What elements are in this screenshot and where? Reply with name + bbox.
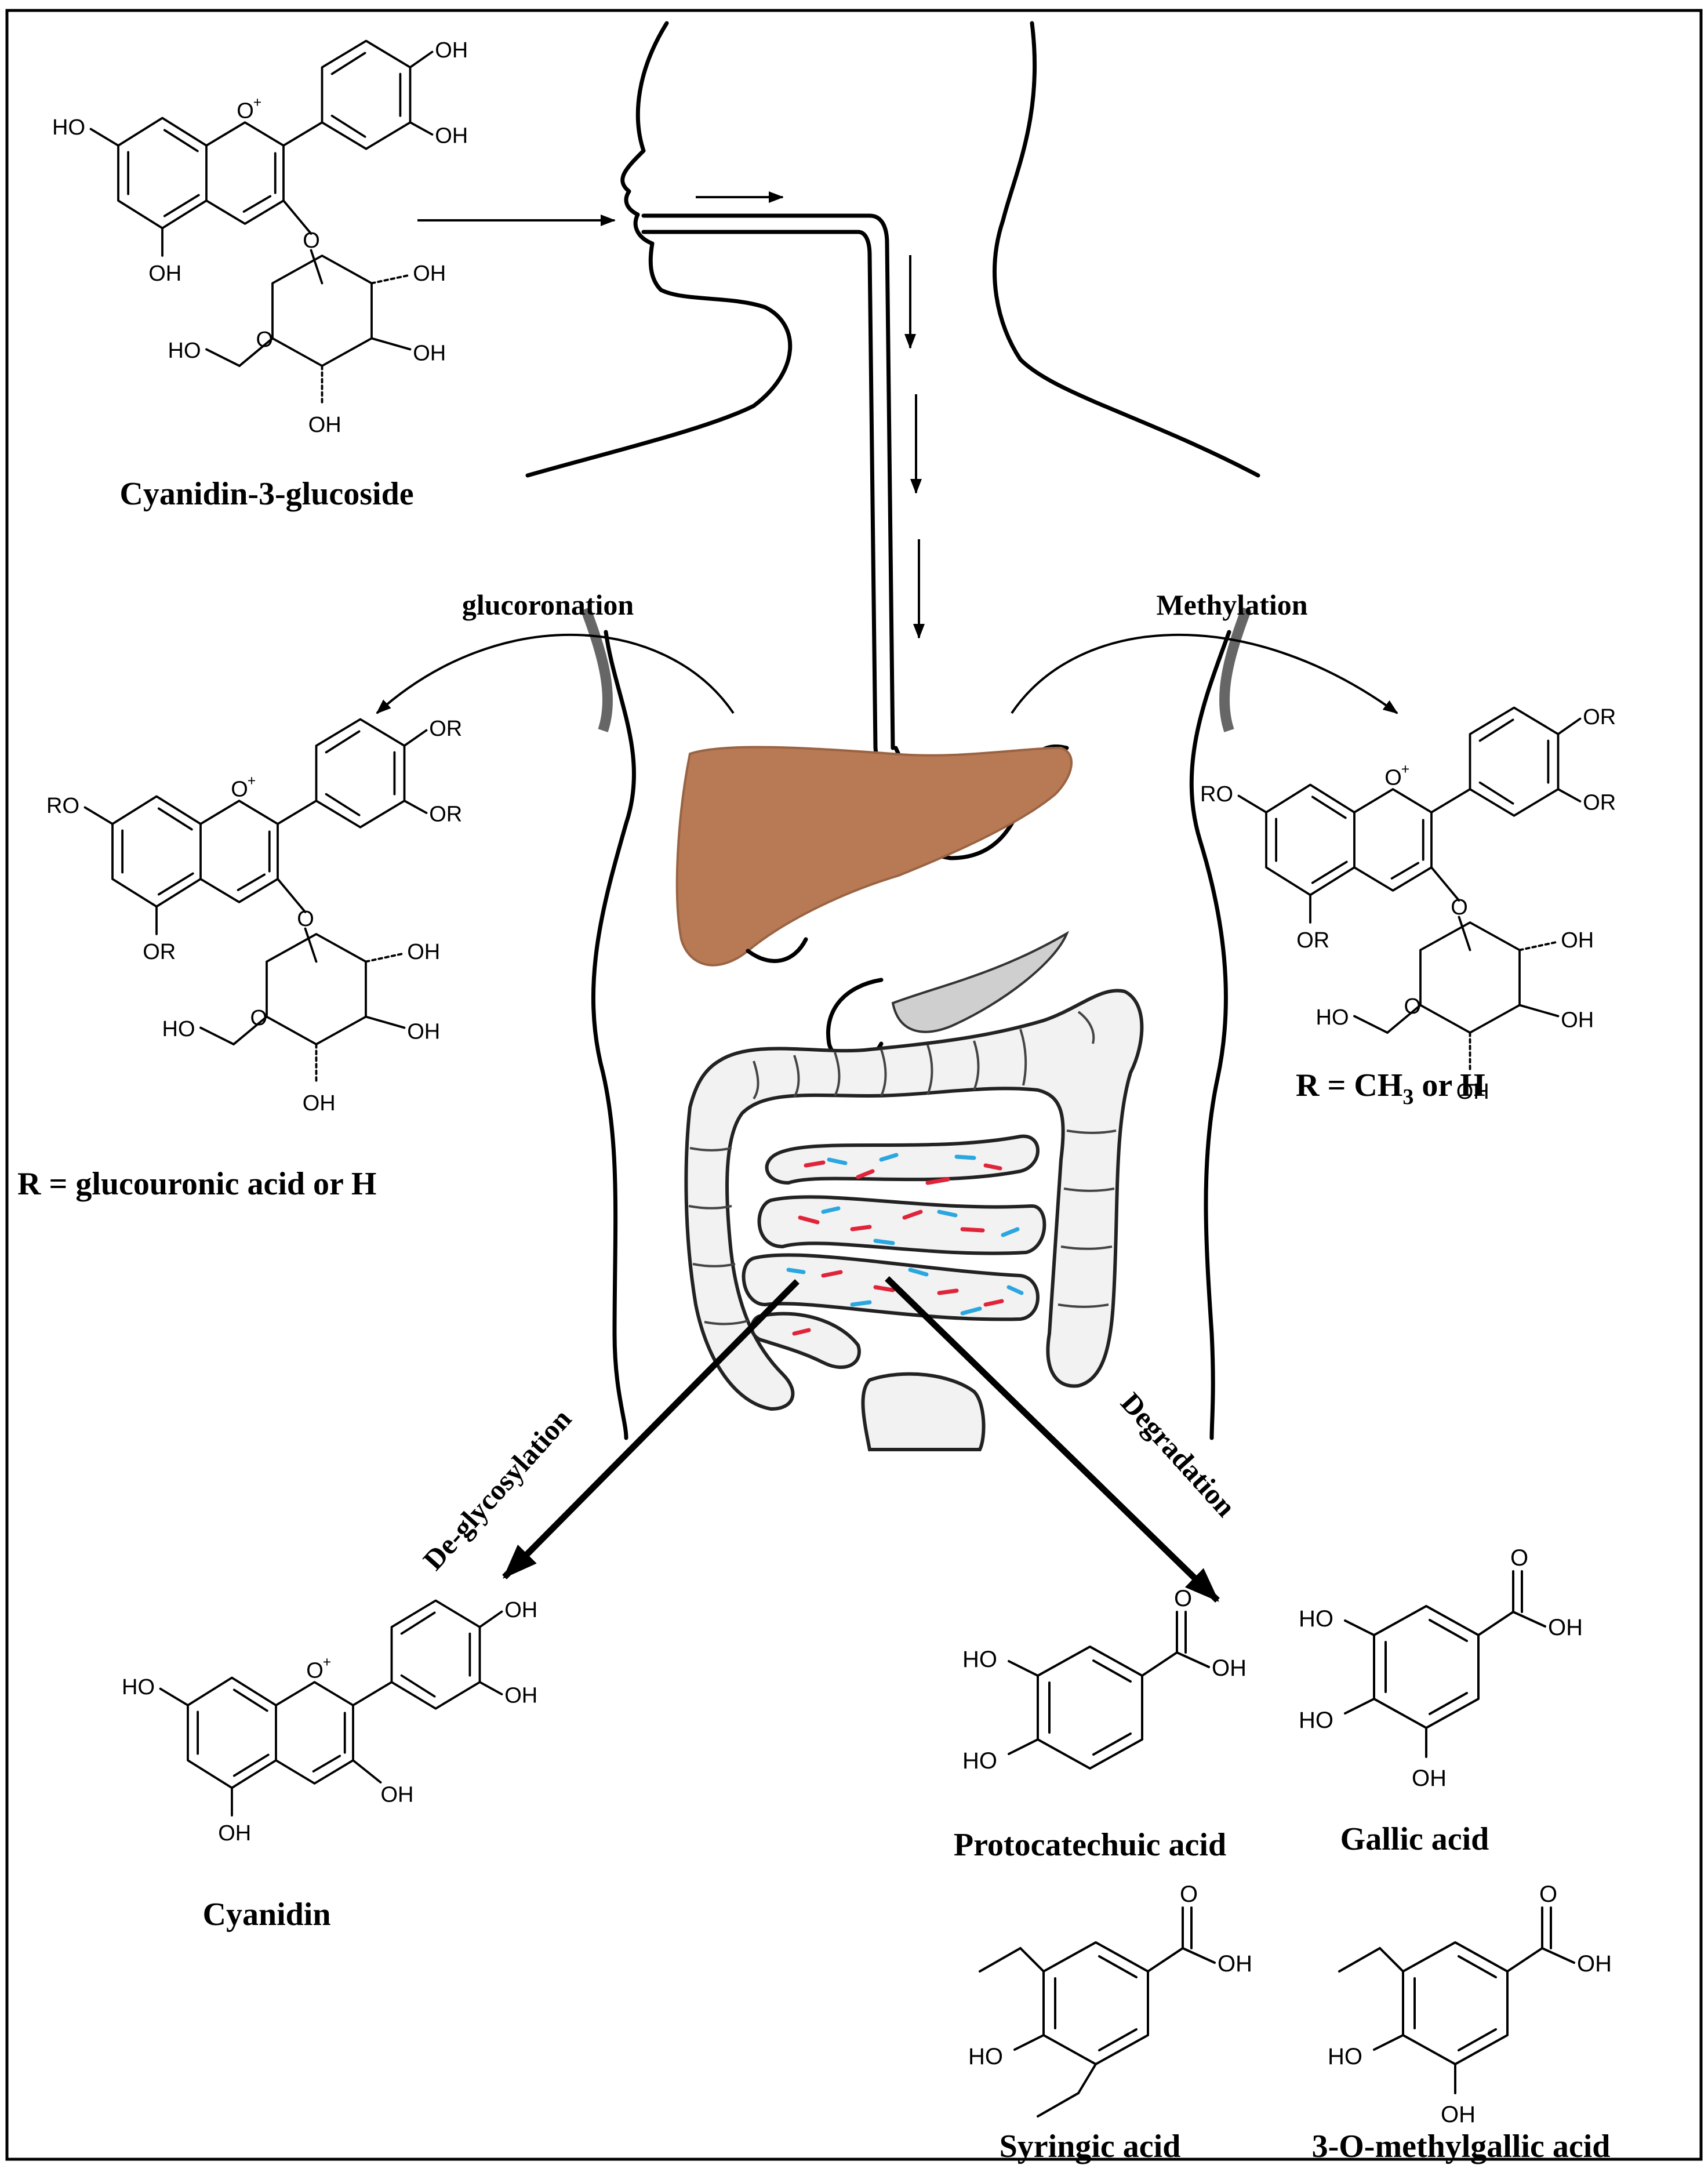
label-protocatechuic-acid: Protocatechuic acid bbox=[954, 1827, 1226, 1863]
atom-label: OH bbox=[1561, 928, 1594, 953]
r-group-note-glucuronic: R = glucouronic acid or H bbox=[17, 1166, 376, 1202]
process-deglycosylation: De-glycosylation bbox=[417, 1403, 578, 1577]
atom-label: O bbox=[1180, 1882, 1198, 1907]
molecule-cyanidin-3-glucoside: HO O + OH OH O OH O OH HO OH OH bbox=[52, 38, 468, 437]
atom-label: OH bbox=[407, 940, 440, 964]
atom-label: OR bbox=[429, 717, 462, 741]
atom-label: OR bbox=[429, 802, 462, 826]
atom-label: + bbox=[1401, 762, 1409, 778]
atom-label: OH bbox=[218, 1821, 251, 1846]
atom-label: HO bbox=[168, 339, 201, 363]
process-degradation: Degradation bbox=[1115, 1386, 1242, 1523]
process-glucuronidation: glucoronation bbox=[462, 589, 634, 621]
atom-label: O bbox=[1539, 1882, 1557, 1907]
molecule-glucuronidated-cyanidin-glucoside: RO O + OR OR O OR O OH HO OH OH bbox=[46, 717, 462, 1116]
atom-label: OH bbox=[1212, 1655, 1247, 1681]
atom-label: OH bbox=[1456, 1080, 1489, 1104]
atom-label: + bbox=[323, 1655, 331, 1670]
atom-label: OH bbox=[1577, 1951, 1612, 1977]
degradation-arrow bbox=[885, 1276, 1220, 1603]
atom-label: OH bbox=[1218, 1951, 1252, 1977]
label-cyanidin: Cyanidin bbox=[203, 1897, 331, 1933]
atom-label: HO bbox=[122, 1675, 155, 1699]
atom-label: OR bbox=[143, 940, 176, 964]
atom-label: OH bbox=[435, 124, 468, 148]
atom-label: OH bbox=[1441, 2102, 1476, 2127]
atom-label: O bbox=[1404, 994, 1422, 1019]
atom-label: HO bbox=[962, 1647, 997, 1672]
atom-label: OH bbox=[308, 413, 341, 437]
atom-label: + bbox=[248, 773, 256, 789]
atom-label: O bbox=[1451, 895, 1468, 920]
molecule-syringic-acid: HO O OH bbox=[968, 1882, 1252, 2117]
process-methylation: Methylation bbox=[1156, 589, 1307, 621]
atom-label: O bbox=[1174, 1586, 1192, 1611]
atom-label: OR bbox=[1583, 790, 1616, 815]
atom-label: OR bbox=[1583, 705, 1616, 729]
atom-label: HO bbox=[1328, 2044, 1362, 2069]
body-illustration bbox=[525, 21, 1260, 1451]
atom-label: OH bbox=[1412, 1766, 1447, 1791]
label-3-o-methylgallic-acid: 3-O-methylgallic acid bbox=[1312, 2129, 1611, 2164]
atom-label: O bbox=[237, 99, 254, 124]
atom-label: HO bbox=[962, 1748, 997, 1774]
atom-label: O bbox=[256, 328, 274, 352]
atom-label: HO bbox=[1299, 1708, 1333, 1733]
atom-label: RO bbox=[1200, 782, 1233, 807]
atom-label: OH bbox=[413, 342, 446, 366]
figure-frame bbox=[5, 9, 1703, 2161]
atom-label: O bbox=[1510, 1545, 1528, 1571]
atom-label: HO bbox=[162, 1017, 195, 1041]
atom-label: O bbox=[297, 907, 314, 931]
atom-label: HO bbox=[968, 2044, 1003, 2069]
atom-label: OH bbox=[413, 261, 446, 286]
atom-label: O bbox=[306, 1659, 324, 1683]
molecule-methylated-cyanidin-glucoside: RO O + OR OR O OR O OH HO OH OH bbox=[1200, 705, 1616, 1104]
atom-label: OH bbox=[504, 1683, 537, 1708]
atom-label: O bbox=[1384, 766, 1402, 790]
atom-label: OH bbox=[407, 1020, 440, 1044]
atom-label: OH bbox=[1561, 1008, 1594, 1033]
label-syringic-acid: Syringic acid bbox=[1000, 2129, 1181, 2164]
liver bbox=[675, 746, 1073, 967]
glucuronidation-arrow bbox=[376, 634, 735, 714]
r-group-note-methyl: R = CH3 or H bbox=[1296, 1067, 1485, 1109]
atom-label: O bbox=[303, 228, 320, 253]
atom-label: OH bbox=[381, 1782, 414, 1807]
molecule-protocatechuic-acid: HO HO O OH bbox=[962, 1586, 1247, 1774]
atom-label: O bbox=[250, 1006, 268, 1030]
atom-label: OH bbox=[1548, 1615, 1583, 1640]
atom-label: OH bbox=[148, 261, 181, 286]
atom-label: HO bbox=[1316, 1005, 1349, 1030]
molecule-3-o-methylgallic-acid: HO OH O OH bbox=[1328, 1882, 1612, 2127]
atom-label: OH bbox=[435, 38, 468, 63]
methylation-arrow bbox=[1011, 633, 1398, 714]
deglycosylation-arrow bbox=[502, 1279, 800, 1579]
atom-label: RO bbox=[46, 794, 79, 818]
label-gallic-acid: Gallic acid bbox=[1340, 1821, 1489, 1857]
atom-label: HO bbox=[52, 115, 85, 140]
molecule-cyanidin: HO O + OH OH OH OH bbox=[122, 1598, 537, 1846]
label-cyanidin-3-glucoside: Cyanidin-3-glucoside bbox=[119, 476, 413, 512]
atom-label: HO bbox=[1299, 1606, 1333, 1632]
molecule-gallic-acid: HO HO OH O OH bbox=[1299, 1545, 1583, 1791]
atom-label: O bbox=[231, 778, 248, 802]
atom-label: OR bbox=[1296, 928, 1329, 953]
small-intestine bbox=[742, 1134, 1046, 1370]
atom-label: OH bbox=[504, 1598, 537, 1622]
atom-label: OH bbox=[303, 1091, 336, 1116]
atom-label: + bbox=[253, 95, 261, 111]
